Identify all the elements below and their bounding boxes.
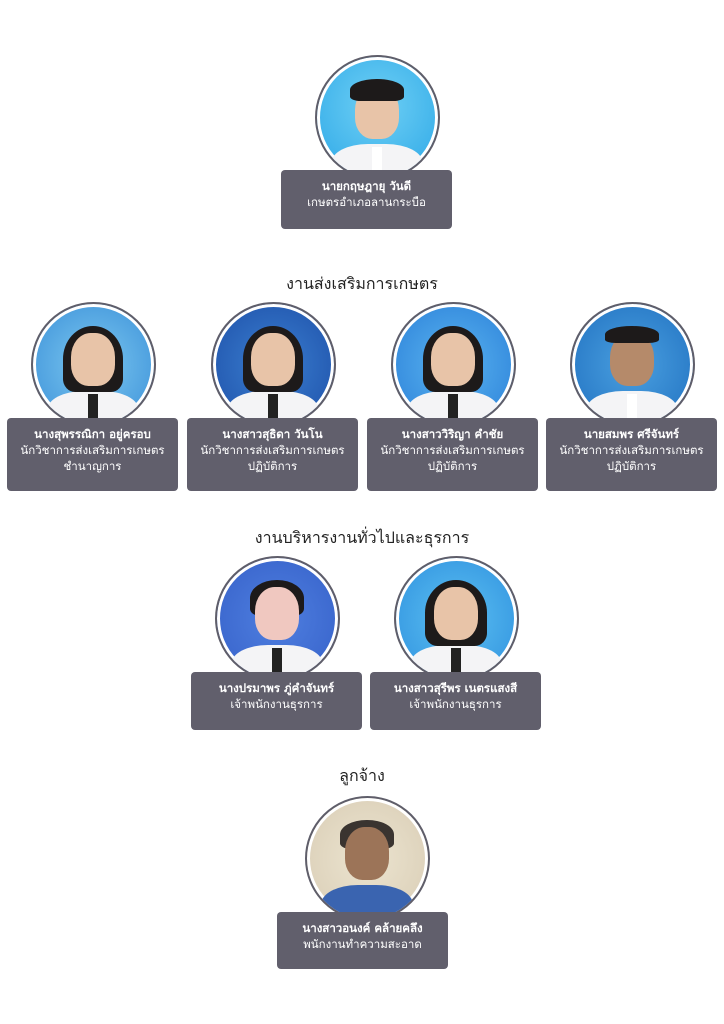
person-position: นักวิชาการส่งเสริมการเกษตร bbox=[20, 443, 165, 457]
person-level: ปฏิบัติการ bbox=[427, 459, 478, 473]
person-photo bbox=[214, 556, 340, 681]
person-position: เจ้าพนักงานธุรการ bbox=[230, 697, 323, 711]
person-position: พนักงานทำความสะอาด bbox=[303, 937, 422, 951]
person-photo bbox=[30, 302, 156, 427]
person-position: เกษตรอำเภอลานกระบือ bbox=[307, 195, 426, 209]
section-title: งานส่งเสริมการเกษตร bbox=[286, 274, 438, 293]
person-photo bbox=[390, 302, 516, 427]
person-level: ปฏิบัติการ bbox=[606, 459, 657, 473]
person-label: นางสาวอนงค์ คล้ายคลึง พนักงานทำความสะอาด bbox=[277, 912, 448, 969]
section-title: ลูกจ้าง bbox=[339, 766, 385, 785]
person-photo bbox=[304, 796, 430, 921]
person-position: นักวิชาการส่งเสริมการเกษตร bbox=[380, 443, 525, 457]
person-photo bbox=[314, 55, 440, 180]
section-title: งานบริหารงานทั่วไปและธุรการ bbox=[254, 528, 470, 547]
person-photo bbox=[393, 556, 519, 681]
person-photo bbox=[210, 302, 336, 427]
person-name: นางสุพรรณิกา อยู่ครอบ bbox=[34, 427, 151, 441]
person-label: นายกฤษฎายุ วันดี เกษตรอำเภอลานกระบือ bbox=[281, 170, 452, 229]
person-name: นางสาวสุธิดา วันโน bbox=[222, 427, 323, 441]
person-label: นางสุพรรณิกา อยู่ครอบ นักวิชาการส่งเสริม… bbox=[7, 418, 178, 491]
person-name: นางสาวอนงค์ คล้ายคลึง bbox=[302, 921, 423, 935]
person-label: นายสมพร ศรีจันทร์ นักวิชาการส่งเสริมการเ… bbox=[546, 418, 717, 491]
person-label: นางสาวสุรีพร เนตรแสงสี เจ้าพนักงานธุรการ bbox=[370, 672, 541, 730]
person-position: เจ้าพนักงานธุรการ bbox=[409, 697, 502, 711]
person-position: นักวิชาการส่งเสริมการเกษตร bbox=[559, 443, 704, 457]
person-level: ชำนาญการ bbox=[63, 459, 122, 473]
person-name: นายกฤษฎายุ วันดี bbox=[321, 179, 412, 193]
person-label: นางปรมาพร ภู่คำจันทร์ เจ้าพนักงานธุรการ bbox=[191, 672, 362, 730]
person-name: นางปรมาพร ภู่คำจันทร์ bbox=[218, 681, 335, 695]
person-label: นางสาววิริญา คำชัย นักวิชาการส่งเสริมการ… bbox=[367, 418, 538, 491]
person-level: ปฏิบัติการ bbox=[247, 459, 298, 473]
person-name: นางสาววิริญา คำชัย bbox=[401, 427, 504, 441]
person-name: นางสาวสุรีพร เนตรแสงสี bbox=[393, 681, 518, 695]
person-position: นักวิชาการส่งเสริมการเกษตร bbox=[200, 443, 345, 457]
person-label: นางสาวสุธิดา วันโน นักวิชาการส่งเสริมการ… bbox=[187, 418, 358, 491]
person-photo bbox=[569, 302, 695, 427]
person-name: นายสมพร ศรีจันทร์ bbox=[583, 427, 680, 441]
